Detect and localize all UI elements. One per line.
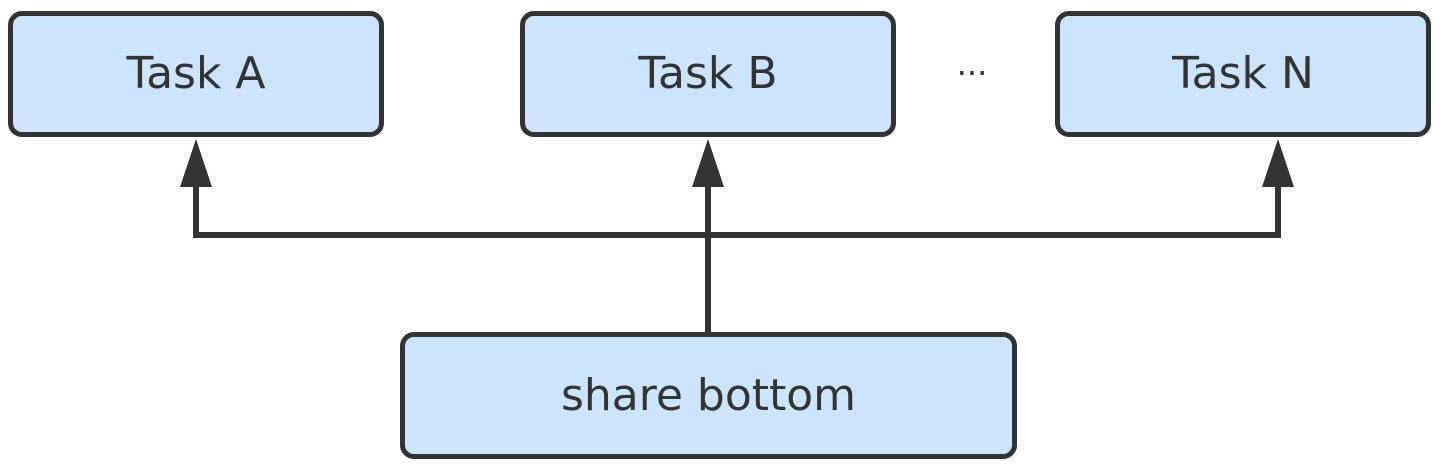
arrow-to-task-a xyxy=(180,139,212,187)
task-b-node: Task B xyxy=(520,11,896,137)
task-a-label: Task A xyxy=(126,48,266,99)
task-b-label: Task B xyxy=(638,48,778,99)
ellipsis-text: ... xyxy=(956,45,988,83)
task-a-node: Task A xyxy=(8,11,384,137)
arrow-to-task-n xyxy=(1262,139,1294,187)
task-n-label: Task N xyxy=(1172,48,1314,99)
bus-line xyxy=(193,186,1281,238)
share-bottom-label: share bottom xyxy=(560,369,857,421)
task-n-node: Task N xyxy=(1055,11,1431,137)
arrow-to-task-b xyxy=(692,139,724,187)
share-bottom-node: share bottom xyxy=(400,332,1017,459)
